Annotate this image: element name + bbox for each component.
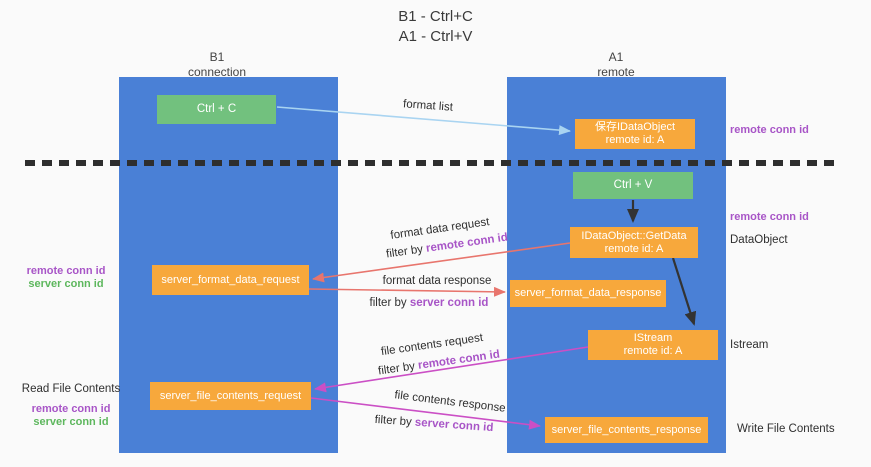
server-file-contents-response-label: server_file_contents_response xyxy=(551,423,702,436)
node-istream: IStream remote id: A xyxy=(588,330,718,360)
flow-label-file-contents-response: file contents response xyxy=(393,389,507,415)
filter-key-remote-conn-id: remote conn id xyxy=(417,348,501,372)
diagram-title: B1 - Ctrl+C A1 - Ctrl+V xyxy=(0,7,871,47)
left-remote-conn-id: remote conn id xyxy=(26,265,106,277)
left-remote-conn-id-2: remote conn id xyxy=(31,403,111,415)
ctrl-c-label: Ctrl + C xyxy=(196,103,237,115)
node-ctrl-c: Ctrl + C xyxy=(157,95,276,124)
server-format-data-request-label: server_format_data_request xyxy=(161,273,300,286)
istream-line1: IStream xyxy=(633,332,673,344)
left-server-conn-id: server conn id xyxy=(28,278,104,290)
getdata-line1: IDataObject::GetData xyxy=(581,229,687,242)
flow-filter-file-response: filter by server conn id xyxy=(374,414,493,434)
flow-label-format-data-response: format data response xyxy=(382,275,492,287)
column-header-b1: B1 connection xyxy=(147,50,287,80)
arrow-format-data-response xyxy=(308,286,506,297)
save-idataobject-line2: remote id: A xyxy=(605,134,665,146)
column-b1-name: B1 xyxy=(209,50,225,64)
node-ctrl-v: Ctrl + V xyxy=(573,172,693,199)
server-file-contents-request-label: server_file_contents_request xyxy=(159,389,302,402)
right-remote-conn-id-top: remote conn id xyxy=(730,124,809,136)
getdata-line2: remote id: A xyxy=(604,242,664,255)
filter-prefix: filter by xyxy=(369,297,410,309)
right-remote-conn-id-mid: remote conn id xyxy=(730,211,809,223)
column-a1-role: remote xyxy=(597,65,635,79)
node-idataobject-getdata: IDataObject::GetData remote id: A xyxy=(570,227,698,258)
node-server-file-contents-request: server_file_contents_request xyxy=(150,382,311,410)
node-save-idataobject: 保存IDataObject remote id: A xyxy=(575,119,695,149)
column-a1-name: A1 xyxy=(608,50,624,64)
filter-key-server-conn-id: server conn id xyxy=(409,297,489,309)
title-line-1: B1 - Ctrl+C xyxy=(398,8,473,25)
istream-line2: remote id: A xyxy=(623,345,683,357)
left-labels-file: Read File Contents remote conn id server… xyxy=(6,383,136,429)
save-idataobject-line1: 保存IDataObject xyxy=(594,121,676,133)
dataobject-label: DataObject xyxy=(730,234,788,246)
filter-prefix: filter by xyxy=(385,242,427,261)
column-header-a1: A1 remote xyxy=(546,50,686,80)
server-format-data-response-label: server_format_data_response xyxy=(514,287,662,299)
node-server-format-data-response: server_format_data_response xyxy=(510,280,666,307)
node-server-file-contents-response: server_file_contents_response xyxy=(545,417,708,443)
title-line-2: A1 - Ctrl+V xyxy=(398,28,473,45)
flow-label-format-list: format list xyxy=(402,98,454,114)
node-server-format-data-request: server_format_data_request xyxy=(152,265,309,295)
write-file-contents-label: Write File Contents xyxy=(737,423,835,435)
read-file-contents-label: Read File Contents xyxy=(21,383,121,395)
ctrl-v-label: Ctrl + V xyxy=(613,179,653,191)
left-server-conn-id-2: server conn id xyxy=(33,416,109,428)
filter-key-server-conn-id: server conn id xyxy=(414,416,494,435)
left-labels-format: remote conn id server conn id xyxy=(6,265,126,291)
column-b1-role: connection xyxy=(187,65,247,79)
flow-filter-format-response: filter by server conn id xyxy=(370,297,489,309)
filter-prefix: filter by xyxy=(374,413,416,429)
filter-prefix: filter by xyxy=(377,359,419,378)
istream-side-label: Istream xyxy=(730,339,769,351)
